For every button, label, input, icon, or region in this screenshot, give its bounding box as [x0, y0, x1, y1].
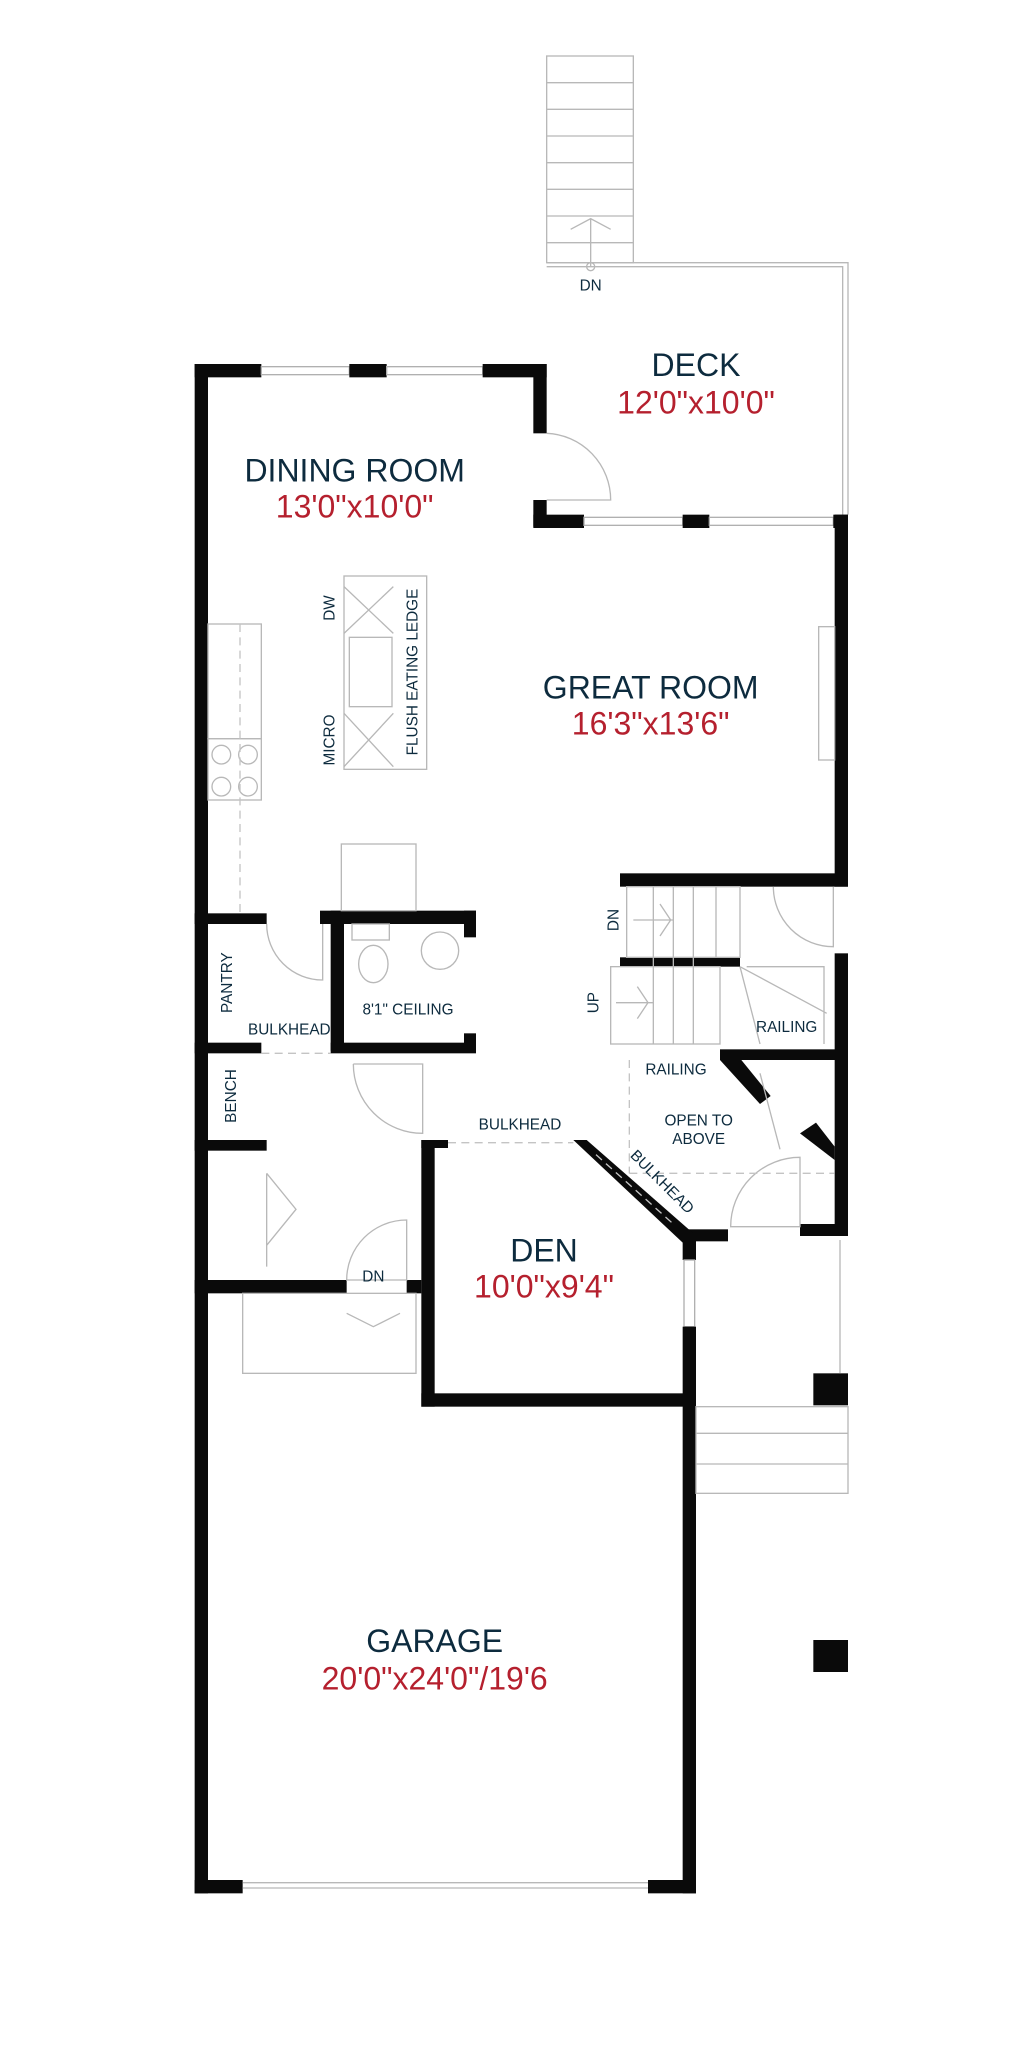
stair-arrow-icon: [570, 217, 611, 267]
bulkhead-label: BULKHEAD: [248, 1022, 331, 1039]
deck-name: DECK: [652, 347, 741, 383]
flush-eating-ledge-label: FLUSH EATING LEDGE: [404, 589, 421, 756]
fixtures: [207, 432, 849, 1494]
railing-right-label: RAILING: [756, 1019, 817, 1036]
stair-up-arrow-icon: [616, 986, 654, 1020]
micro-label: MICRO: [322, 714, 339, 765]
great-room-size: 16'3"x13'6": [572, 706, 730, 742]
exterior-walls: [194, 364, 848, 1894]
deck-size: 12'0"x10'0": [617, 384, 775, 420]
basement-dn-label: DN: [362, 1268, 384, 1285]
stair-dn-arrow-icon: [633, 903, 674, 937]
railing-left-label: RAILING: [645, 1062, 706, 1079]
dining-room-size: 13'0"x10'0": [276, 488, 434, 524]
dw-label: DW: [322, 595, 339, 621]
stair-dn-label: DN: [606, 909, 623, 931]
den-size: 10'0"x9'4": [474, 1268, 614, 1304]
den-name: DEN: [510, 1232, 578, 1268]
room-labels: DECK 12'0"x10'0" DINING ROOM 13'0"x10'0"…: [244, 347, 774, 1696]
annotations: DN DW MICRO FLUSH EATING LEDGE PANTRY BU…: [219, 278, 817, 1286]
bulkhead-den-label: BULKHEAD: [479, 1116, 562, 1133]
interior-stairs: [609, 886, 827, 1150]
dining-room-name: DINING ROOM: [244, 452, 464, 488]
great-room-name: GREAT ROOM: [543, 670, 759, 706]
deck-outline: [546, 262, 849, 515]
stair-up-label: UP: [586, 992, 603, 1013]
ceiling-label: 8'1" CEILING: [362, 1002, 453, 1019]
pantry-label: PANTRY: [219, 952, 236, 1013]
open-to-above-label-1: OPEN TO: [664, 1112, 733, 1129]
deck-stairs-dn-label: DN: [580, 278, 602, 295]
bench-label: BENCH: [223, 1069, 240, 1123]
deck-stairs: [546, 55, 634, 272]
garage-size: 20'0"x24'0"/19'6: [322, 1660, 548, 1696]
open-to-above-label-2: ABOVE: [672, 1131, 725, 1148]
garage-name: GARAGE: [366, 1623, 503, 1659]
